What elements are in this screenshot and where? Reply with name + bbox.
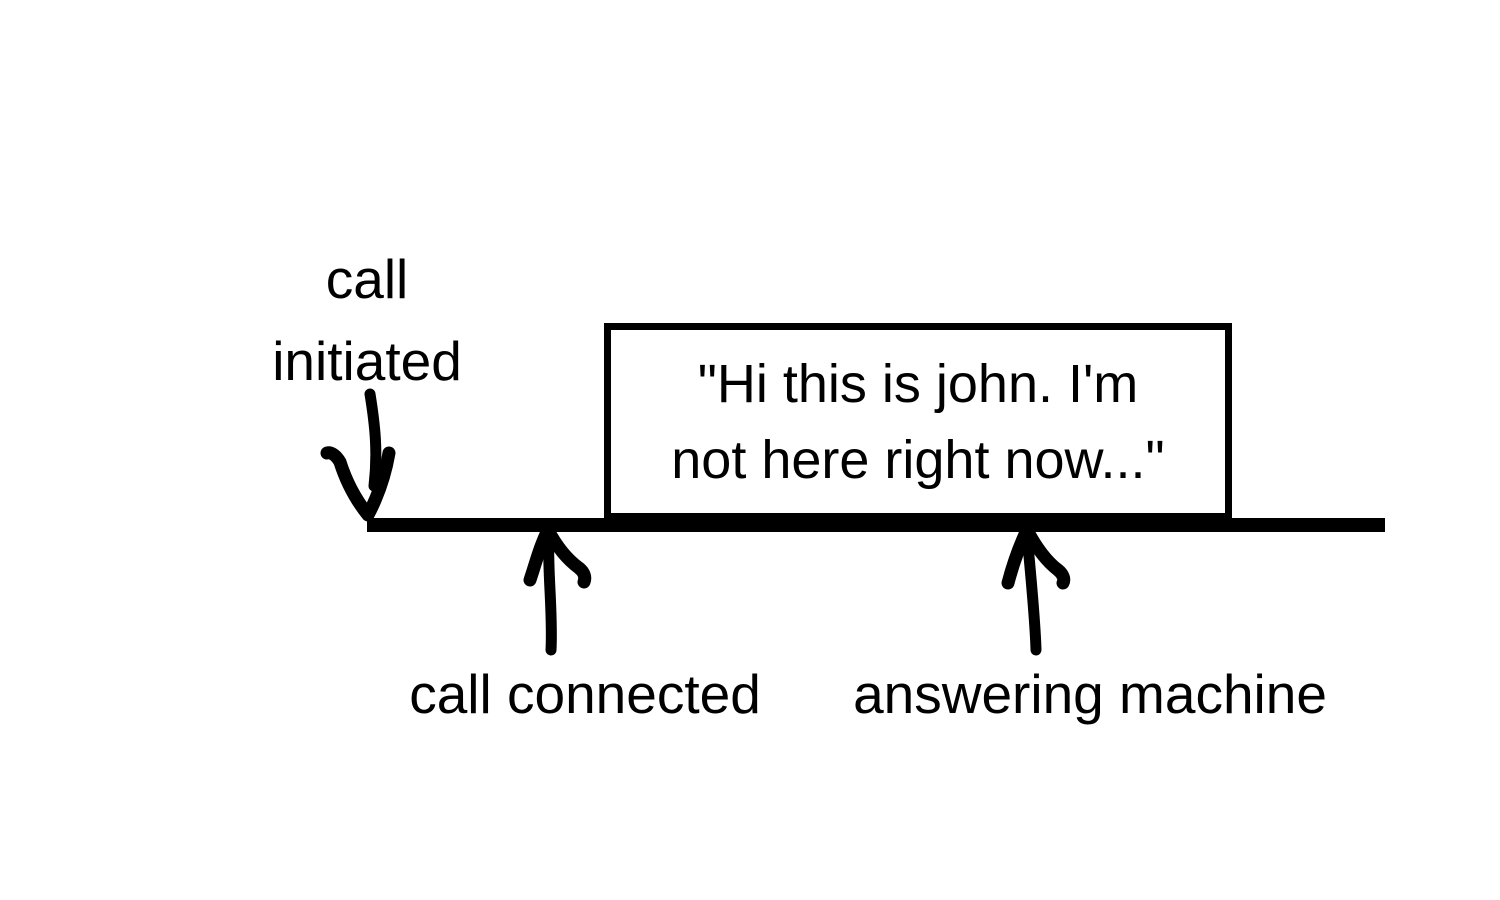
answering-machine-message-text: "Hi this is john. I'm not here right now… xyxy=(671,353,1165,490)
call-initiated-down-arrow-icon xyxy=(320,388,396,522)
timeline-line xyxy=(367,518,1385,532)
answering-machine-up-arrow-icon xyxy=(1001,523,1071,656)
answering-machine-label: answering machine xyxy=(853,663,1327,725)
call-connected-label: call connected xyxy=(409,663,761,725)
call-initiated-label: call initiated xyxy=(272,248,462,392)
answering-machine-message-box: "Hi this is john. I'm not here right now… xyxy=(604,323,1232,520)
call-connected-up-arrow-icon xyxy=(523,523,592,656)
